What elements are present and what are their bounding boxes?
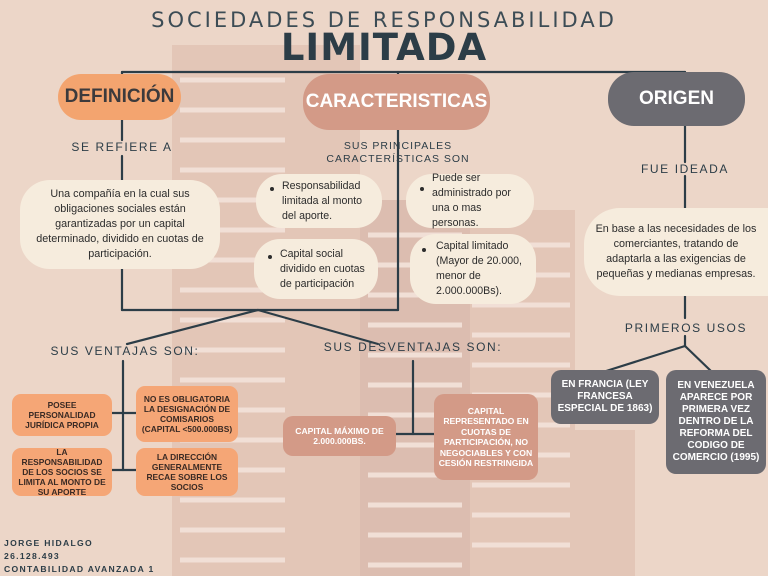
ventajas-label: SUS VENTAJAS SON: bbox=[50, 344, 200, 358]
caracteristica-text: Capital social dividido en cuotas de par… bbox=[280, 247, 365, 290]
caracteristica-text: Puede ser administrado por una o mas per… bbox=[432, 172, 511, 229]
bullet-dot-icon bbox=[420, 187, 424, 191]
desventaja-item-1: CAPITAL MÁXIMO DE 2.000.000BS. bbox=[283, 416, 396, 456]
caracteristica-item-2: Puede ser administrado por una o mas per… bbox=[406, 172, 534, 229]
page-title-line1: SOCIEDADES DE RESPONSABILIDAD bbox=[151, 8, 617, 32]
ventaja-item-4: LA DIRECCIÓN GENERALMENTE RECAE SOBRE LO… bbox=[136, 448, 238, 496]
definicion-text: Una compañía en la cual sus obligaciones… bbox=[20, 180, 220, 269]
author-name: JORGE HIDALGO bbox=[4, 538, 93, 548]
ventaja-item-3: LA RESPONSABILIDAD DE LOS SOCIOS SE LIMI… bbox=[12, 447, 112, 497]
desventaja-item-2: CAPITAL REPRESENTADO EN CUOTAS DE PARTIC… bbox=[434, 394, 538, 480]
caracteristica-item-3: Capital social dividido en cuotas de par… bbox=[254, 239, 378, 299]
page-title-line2: LIMITADA bbox=[280, 26, 488, 69]
fue-ideada-label: FUE IDEADA bbox=[640, 162, 729, 176]
desventajas-label: SUS DESVENTAJAS SON: bbox=[323, 340, 503, 354]
uso-francia: EN FRANCIA (LEY FRANCESA ESPECIAL DE 186… bbox=[551, 370, 659, 424]
caracteristica-item-4: Capital limitado (Mayor de 20.000, menor… bbox=[410, 234, 536, 304]
ventaja-item-1: POSEE PERSONALIDAD JURÍDICA PROPIA bbox=[12, 394, 112, 436]
caracteristicas-header: CARACTERISTICAS bbox=[303, 74, 490, 130]
caracteristica-text: Capital limitado (Mayor de 20.000, menor… bbox=[436, 240, 522, 297]
bullet-dot-icon bbox=[268, 255, 272, 259]
author-course: CONTABILIDAD AVANZADA 1 bbox=[4, 564, 155, 574]
primeros-usos-label: PRIMEROS USOS bbox=[624, 321, 748, 335]
uso-venezuela: EN VENEZUELA APARECE POR PRIMERA VEZ DEN… bbox=[666, 370, 766, 474]
bullet-dot-icon bbox=[270, 187, 274, 191]
ventaja-item-2: NO ES OBLIGATORIA LA DESIGNACIÓN DE COMI… bbox=[136, 386, 238, 442]
caracteristica-text: Responsabilidad limitada al monto del ap… bbox=[282, 179, 363, 222]
definicion-header: DEFINICIÓN bbox=[58, 74, 181, 120]
caracteristica-item-1: Responsabilidad limitada al monto del ap… bbox=[256, 174, 382, 228]
se-refiere-label: SE REFIERE A bbox=[71, 140, 173, 154]
bullet-dot-icon bbox=[422, 248, 426, 252]
author-id: 26.128.493 bbox=[4, 551, 61, 561]
principales-caracteristicas-label: SUS PRINCIPALES CARACTERÍSTICAS SON bbox=[326, 140, 470, 165]
origen-header: ORIGEN bbox=[608, 72, 745, 126]
origen-text: En base a las necesidades de los comerci… bbox=[584, 208, 768, 296]
